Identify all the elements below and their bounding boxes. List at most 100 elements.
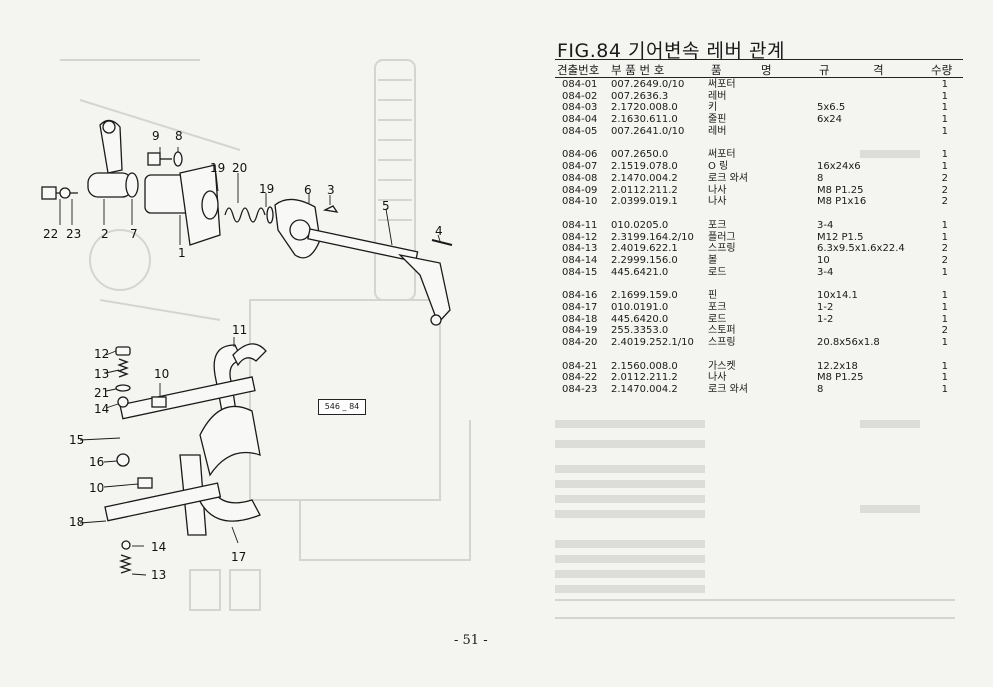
cell-part: 010.0191.0 <box>611 302 669 313</box>
cell-spec: 20.8x56x1.8 <box>817 337 880 349</box>
cell-part: 2.1470.004.2 <box>611 384 678 396</box>
spring-20-part <box>224 207 266 223</box>
group-spacer <box>555 137 963 149</box>
group-spacer <box>555 278 963 290</box>
lever-shaft-5-part <box>307 228 419 263</box>
cell-part: 445.6420.0 <box>611 313 669 325</box>
group-spacer <box>555 349 963 361</box>
cell-name: 포크 <box>708 219 727 231</box>
cell-spec: M8 P1.25 <box>817 184 864 196</box>
cell-spec: 3-4 <box>817 219 834 231</box>
callout-20: 20 <box>232 161 248 175</box>
cell-qty: 1 <box>941 290 948 302</box>
cell-no: 084-21 <box>562 360 598 372</box>
page-number: - 51 - <box>454 633 488 648</box>
cell-spec: M8 P1.25 <box>817 372 864 384</box>
callout-11: 11 <box>232 323 248 337</box>
cell-part: 2.1699.159.0 <box>611 290 678 302</box>
callout-5: 5 <box>382 199 390 213</box>
header-spec-b: 격 <box>873 63 884 77</box>
cell-part: 2.1560.008.0 <box>611 360 678 372</box>
callout-9: 9 <box>152 129 160 143</box>
cell-no: 084-14 <box>562 254 598 266</box>
cell-part: 2.1630.611.0 <box>611 114 678 126</box>
cell-name: 로크 와셔 <box>708 384 748 396</box>
supporter-flange-part <box>179 164 221 246</box>
cell-name: 써포터 <box>708 79 736 90</box>
title-underline <box>555 59 963 60</box>
cell-no: 084-02 <box>562 90 598 102</box>
cell-no: 084-07 <box>562 161 598 173</box>
cell-qty: 2 <box>941 325 948 337</box>
cell-name: 로드 <box>708 266 727 278</box>
cell-part: 2.1519.078.0 <box>611 161 678 173</box>
header-qty: 수량 <box>931 63 953 77</box>
cell-name: 스프링 <box>708 337 736 349</box>
cell-part: 010.0205.0 <box>611 219 669 231</box>
cell-part: 2.4019.622.1 <box>611 243 678 255</box>
callout-19a: 19 <box>210 161 226 175</box>
ball-14-part <box>117 396 129 408</box>
cell-qty: 1 <box>941 231 948 243</box>
cell-qty: 1 <box>941 114 948 126</box>
cell-spec: 8 <box>817 384 824 396</box>
cell-qty: 1 <box>941 79 948 90</box>
cell-name: O 링 <box>708 161 729 173</box>
figure-title: FIG.84 기어변속 레버 관계 <box>557 40 785 62</box>
cell-name: 플러그 <box>708 231 736 243</box>
cell-spec: 10 <box>817 254 830 266</box>
cell-qty: 1 <box>941 313 948 325</box>
cell-qty: 1 <box>941 102 948 114</box>
cell-spec: 3-4 <box>817 266 834 278</box>
callout-3: 3 <box>327 183 335 197</box>
callout-1: 1 <box>178 246 186 260</box>
callout-16: 16 <box>89 455 105 469</box>
cell-qty: 2 <box>941 184 948 196</box>
cell-name: 로크 와셔 <box>708 172 748 184</box>
cell-qty: 1 <box>941 302 948 313</box>
cell-name: 로드 <box>708 313 727 325</box>
cell-part: 007.2641.0/10 <box>611 125 685 137</box>
cell-qty: 1 <box>941 266 948 278</box>
cell-name: 써포터 <box>708 149 736 161</box>
callout-17: 17 <box>231 550 247 564</box>
gasket-21-part <box>115 384 131 392</box>
callout-10b: 10 <box>89 481 105 495</box>
bolt-22-part <box>41 186 57 200</box>
cell-no: 084-13 <box>562 243 598 255</box>
callout-13a: 13 <box>94 367 110 381</box>
cell-name: 포크 <box>708 302 727 313</box>
cell-name: 키 <box>708 102 718 114</box>
table-header: 견출번호 부 품 번 호 품 명 규 격 수량 <box>555 62 963 77</box>
callout-14a: 14 <box>94 402 110 416</box>
cell-part: 255.3353.0 <box>611 325 669 337</box>
cell-part: 007.2636.3 <box>611 90 669 102</box>
cell-no: 084-10 <box>562 196 598 208</box>
cell-qty: 1 <box>941 372 948 384</box>
cell-spec: 6x24 <box>817 114 843 126</box>
washer-23-part <box>59 187 71 199</box>
header-name-a: 품 <box>711 63 722 77</box>
cell-name: 나사 <box>708 372 727 384</box>
spring-13-part <box>117 358 129 378</box>
cell-no: 084-06 <box>562 149 598 161</box>
cell-name: 스토퍼 <box>708 325 736 337</box>
header-name-b: 명 <box>761 63 772 77</box>
cell-qty: 2 <box>941 254 948 266</box>
screw-10-part <box>151 396 167 408</box>
